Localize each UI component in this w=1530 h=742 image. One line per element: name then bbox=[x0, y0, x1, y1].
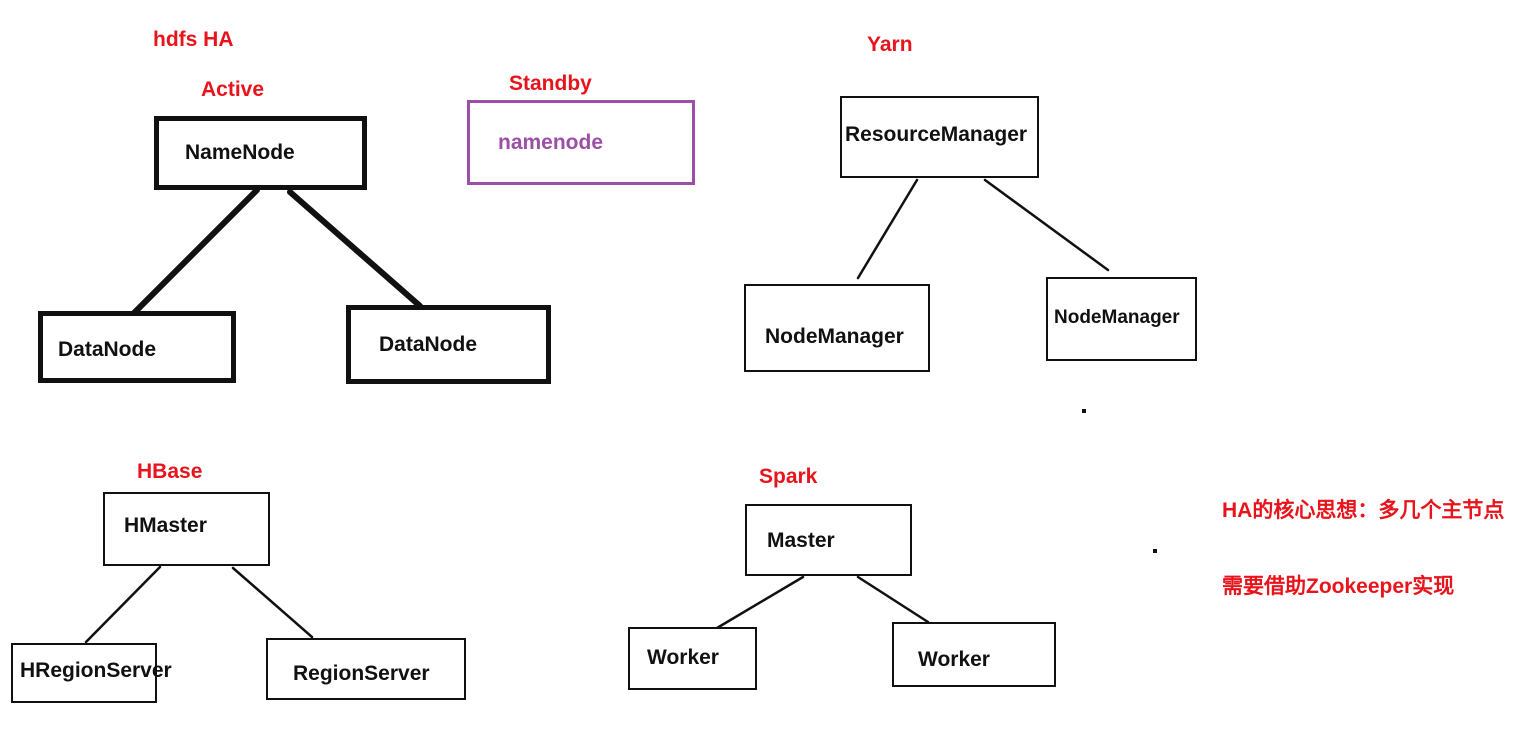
yarn-link-right bbox=[983, 178, 1110, 272]
spark-master-box: Master bbox=[745, 504, 912, 576]
namenode-label: NameNode bbox=[185, 141, 295, 164]
spark-title: Spark bbox=[759, 465, 818, 488]
hmaster-box: HMaster bbox=[103, 492, 270, 566]
spark-link-left bbox=[715, 575, 805, 630]
resourcemanager-label: ResourceManager bbox=[845, 123, 1028, 146]
regionserver-label: RegionServer bbox=[293, 662, 430, 685]
spark-master-label: Master bbox=[767, 529, 835, 552]
resourcemanager-box: ResourceManager bbox=[840, 96, 1039, 178]
standby-namenode-box: namenode bbox=[467, 100, 695, 185]
standby-label: Standby bbox=[509, 72, 592, 95]
note-ha-core-idea: HA的核心思想：多几个主节点 bbox=[1222, 499, 1505, 522]
datanode-right-box: DataNode bbox=[346, 305, 551, 384]
stray-dot-1 bbox=[1082, 409, 1086, 413]
worker-left-box: Worker bbox=[628, 627, 757, 690]
hregionserver-box: HRegionServer bbox=[11, 643, 172, 703]
note-zookeeper: 需要借助Zookeeper实现 bbox=[1222, 575, 1455, 598]
hdfs-link-right bbox=[287, 189, 423, 309]
yarn-title: Yarn bbox=[867, 33, 913, 56]
spark-link-right bbox=[856, 575, 930, 624]
nodemanager-right-label: NodeManager bbox=[1054, 307, 1180, 328]
datanode-right-label: DataNode bbox=[379, 332, 478, 356]
hbase-title: HBase bbox=[137, 460, 203, 483]
worker-left-label: Worker bbox=[647, 645, 719, 669]
regionserver-box: RegionServer bbox=[266, 638, 466, 700]
namenode-box: NameNode bbox=[154, 116, 367, 190]
worker-right-label: Worker bbox=[918, 647, 990, 671]
datanode-left-label: DataNode bbox=[58, 338, 157, 361]
hbase-link-left bbox=[84, 565, 162, 644]
hbase-link-right bbox=[231, 566, 314, 639]
hmaster-label: HMaster bbox=[124, 514, 207, 537]
nodemanager-left-box: NodeManager bbox=[744, 284, 930, 372]
standby-namenode-label: namenode bbox=[498, 130, 604, 154]
stray-dot-2 bbox=[1153, 549, 1157, 553]
datanode-left-box: DataNode bbox=[38, 311, 236, 383]
active-label: Active bbox=[201, 78, 265, 101]
worker-right-box: Worker bbox=[892, 622, 1056, 687]
nodemanager-right-box: NodeManager bbox=[1046, 277, 1197, 361]
hdfs-title: hdfs HA bbox=[153, 28, 234, 51]
nodemanager-left-label: NodeManager bbox=[765, 325, 904, 348]
yarn-link-left bbox=[856, 178, 919, 280]
hregionserver-label: HRegionServer bbox=[20, 659, 172, 682]
hdfs-link-left bbox=[130, 187, 260, 317]
